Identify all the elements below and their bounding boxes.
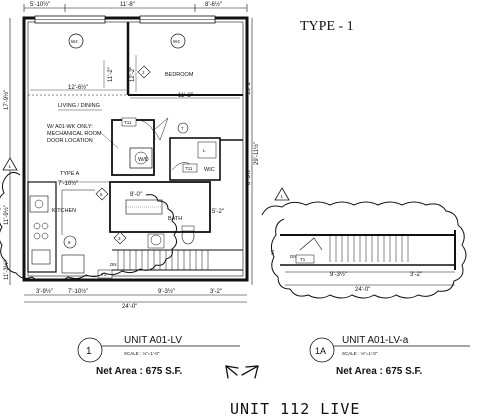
tag-7: 7 xyxy=(181,126,184,131)
dim-living-width2: 11'-2" xyxy=(108,67,114,82)
dim-right-upper: 13'-2" xyxy=(246,80,252,95)
handwritten-note: UNIT 112 LIVE xyxy=(230,400,360,418)
revision-cloud-main xyxy=(0,171,178,282)
note-mech-3: DOOR LOCATION xyxy=(47,138,93,144)
title-right-net-area: Net Area : 675 S.F. xyxy=(336,366,423,377)
alt-tag-dn: DN xyxy=(290,254,297,259)
title-left-scale: SCALE : ⅛"=1'-0" xyxy=(124,351,160,356)
room-label-wic: WIC xyxy=(204,167,215,173)
dim-top-right: 8'-6½" xyxy=(205,1,222,8)
title-right-name: UNIT A01-LV-a xyxy=(342,335,409,346)
dim-left-upper: 17'-9½" xyxy=(3,90,10,110)
dim-bath-d: 5'-2" xyxy=(212,209,224,215)
alt-tag-t1: T1 xyxy=(300,257,306,262)
title-right-number: 1A xyxy=(315,346,326,356)
room-label-kitchen: KITCHEN xyxy=(52,208,76,214)
tag-l: L xyxy=(203,148,206,153)
tag-t1: T1 xyxy=(101,272,107,277)
window-tag-w4-a: W4 xyxy=(71,39,78,44)
revision-triangle-2: 1 xyxy=(274,187,290,201)
window-tag-w4-b: W4 xyxy=(173,39,180,44)
title-left-name: UNIT A01-LV xyxy=(124,335,182,346)
alt-dim-a: 9'-3½" xyxy=(330,271,347,278)
tag-t11-b: T11 xyxy=(185,166,193,171)
tag-9: 9 xyxy=(68,240,71,245)
revision-number-2: 1 xyxy=(281,194,284,199)
dim-bottom-total: 24'-0" xyxy=(122,304,137,310)
dim-bath-w: 8'-0" xyxy=(130,192,142,198)
alt-dim-h: 10' xyxy=(270,249,275,255)
alt-dim-b: 3'-2" xyxy=(410,272,422,278)
dim-bottom-2: 7'-10½" xyxy=(68,288,88,295)
handwritten-arrows xyxy=(225,365,259,379)
tag-2: 2 xyxy=(142,70,145,75)
tag-t11-a: T11 xyxy=(124,120,132,125)
label-type-a: TYPE A xyxy=(60,171,80,177)
title-right-scale: SCALE : ⅛"=1'-0" xyxy=(342,351,378,356)
room-label-living: LIVING / DINING xyxy=(58,103,100,109)
dim-top-mid: 11'-8" xyxy=(120,2,135,8)
dim-left-lower: 11'-9½" xyxy=(3,205,10,225)
dim-bed-depth: 12'-2" xyxy=(130,67,136,82)
title-block-left: 1 UNIT A01-LV SCALE : ⅛"=1'-0" Net Area … xyxy=(77,335,240,377)
alternate-plan: T1 DN 10' 9'-3½" 3'-2" 24'-0" xyxy=(261,201,467,299)
dim-bottom-4: 3'-2" xyxy=(210,289,222,295)
title-left-number: 1 xyxy=(86,346,92,357)
dim-living-width: 12'-6½" xyxy=(68,84,88,91)
dim-top-left: 5'-10½" xyxy=(30,1,50,8)
dim-left-bottom: 11'-3½" xyxy=(3,260,10,280)
room-label-wd: W/D xyxy=(138,157,149,163)
room-label-bath: BATH xyxy=(168,216,182,222)
main-plan: 5'-10½" 11'-8" 8'-6½" 17'-9½" 11'-9½" 11… xyxy=(3,1,260,310)
note-mech-1: W/ A01-WK ONLY: xyxy=(47,124,93,130)
alt-dim-total: 24'-0" xyxy=(355,287,370,293)
title-left-net-area: Net Area : 675 S.F. xyxy=(96,366,183,377)
revision-number-1: 1 xyxy=(9,164,12,169)
dim-right-mid: 29'-11½" xyxy=(253,142,260,165)
dim-kitchen-w: 7'-10½" xyxy=(58,180,78,187)
revision-cloud-alt xyxy=(261,201,467,299)
tag-5: 5 xyxy=(100,192,103,197)
dim-bed-width: 11'-2" xyxy=(178,93,193,99)
dim-bottom-3: 9'-3½" xyxy=(158,288,175,295)
title-block-right: 1A UNIT A01-LV-a SCALE : ⅛"=1'-0" Net Ar… xyxy=(309,335,470,377)
room-label-bedroom: BEDROOM xyxy=(165,72,194,78)
tag-3: 3 xyxy=(118,236,121,241)
dim-bottom-1: 3'-9½" xyxy=(36,288,53,295)
revision-triangle-1: 1 xyxy=(2,157,18,171)
drawing-type-label: TYPE - 1 xyxy=(300,19,354,34)
note-mech-2: MECHANICAL ROOM xyxy=(47,131,102,137)
tag-dn: DN xyxy=(110,262,117,267)
